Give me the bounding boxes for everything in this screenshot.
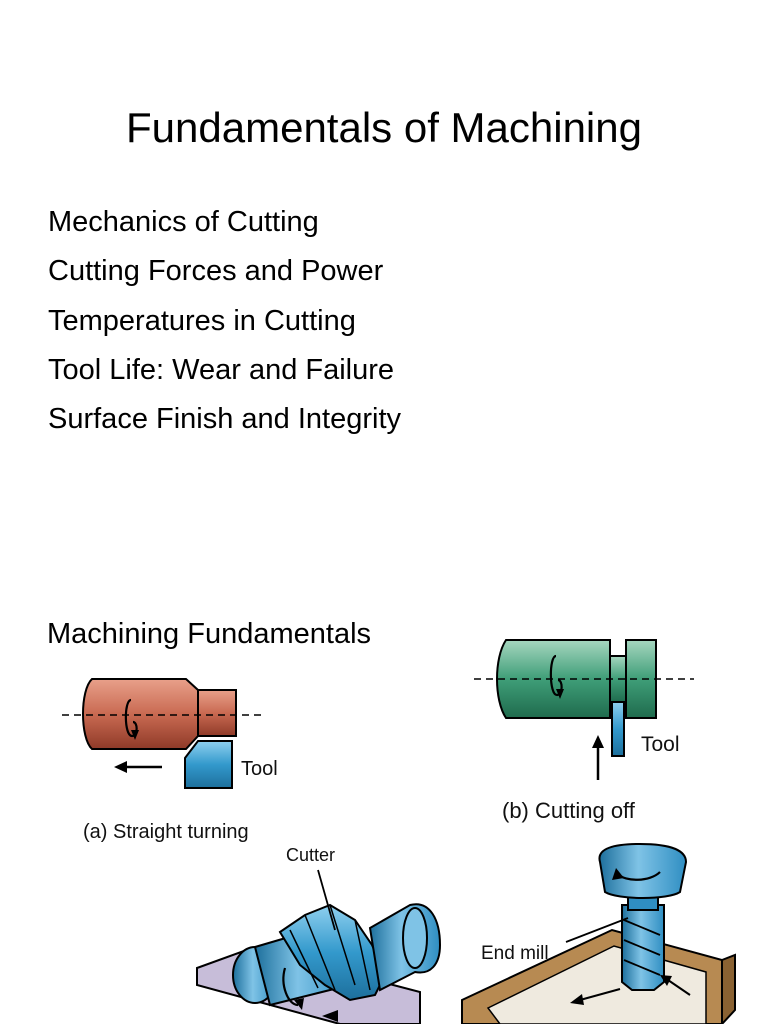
- figure-cutting-off: Tool (b) Cutting off: [474, 639, 694, 823]
- rotation-arrow: [282, 967, 299, 1007]
- feed-arrowhead: [592, 735, 604, 748]
- workpiece-step: [197, 689, 237, 737]
- feed-arrowhead: [114, 761, 127, 773]
- endmill-label: End mill: [481, 943, 549, 964]
- section-title: Machining Fundamentals: [47, 618, 372, 650]
- cutter-teeth: [289, 904, 371, 991]
- rotation-icon: [549, 654, 563, 697]
- arbor-collar: [402, 907, 428, 969]
- feed-arrowhead: [570, 994, 584, 1005]
- topic-item: Mechanics of Cutting: [48, 206, 319, 238]
- tool-label: Tool: [641, 733, 680, 756]
- feed-arrowhead: [322, 1010, 338, 1022]
- workpiece-body: [82, 678, 199, 750]
- figure-slab-milling: Cutter: [196, 845, 442, 1024]
- topic-item: Temperatures in Cutting: [48, 304, 356, 337]
- topic-list: Mechanics of Cutting Cutting Forces and …: [48, 198, 401, 444]
- rotation-arrowhead: [556, 689, 564, 699]
- rotation-icon: [124, 698, 138, 738]
- caption-a: (a) Straight turning: [83, 821, 249, 843]
- caption-b: (b) Cutting off: [502, 798, 636, 823]
- topic-item: Surface Finish and Integrity: [48, 403, 402, 436]
- figure-end-milling: End mill: [461, 842, 736, 1024]
- tool-bit: [184, 740, 233, 789]
- feed-arrow-2: [667, 979, 691, 996]
- end-mill-flutes: [623, 919, 661, 976]
- figure-straight-turning: Tool (a) Straight turning: [62, 678, 278, 843]
- tool-label: Tool: [241, 758, 278, 780]
- endmill-leader: [565, 917, 629, 943]
- base-side: [721, 953, 736, 1024]
- cutter-label: Cutter: [286, 845, 335, 865]
- feed-arrowhead-2: [660, 975, 672, 986]
- topic-item: Tool Life: Wear and Failure: [48, 353, 395, 386]
- rotation-arrowhead: [294, 998, 304, 1010]
- feed-arrow: [579, 988, 621, 1001]
- parting-tool: [611, 701, 625, 757]
- slide-title: Fundamentals of Machining: [126, 104, 642, 151]
- rotation-arrowhead: [131, 730, 139, 740]
- topic-item: Cutting Forces and Power: [48, 255, 384, 288]
- cutter-leader: [317, 869, 336, 931]
- workpiece-body: [496, 639, 611, 719]
- spindle-head: [598, 842, 688, 899]
- rotation-arrowhead: [612, 868, 624, 880]
